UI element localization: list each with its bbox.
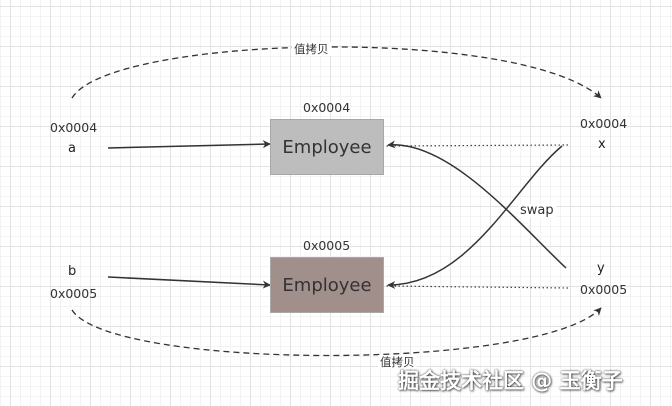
watermark: 掘金技术社区 @ 玉衡子 [398, 369, 623, 393]
x-address: 0x0004 [580, 116, 628, 131]
employee-box-2: Employee [270, 257, 384, 313]
y-label: y [597, 261, 605, 276]
swap-curve-y-to-employee-1 [387, 140, 567, 269]
copy-arc-top [71, 46, 602, 99]
employee-box-2-label: Employee [282, 274, 372, 296]
employee-box-1: Employee [270, 119, 384, 175]
a-address: 0x0004 [50, 120, 98, 135]
employee-1-address: 0x0004 [303, 100, 351, 115]
dotted-x-to-employee-1 [385, 144, 569, 147]
b-address: 0x0005 [50, 286, 98, 301]
b-label: b [68, 264, 77, 279]
swap-label: swap [518, 203, 556, 218]
copy-label-bottom: 值拷贝 [378, 355, 417, 369]
x-label: x [598, 137, 606, 152]
arrow-b-to-employee-2 [107, 276, 271, 289]
employee-2-address: 0x0005 [303, 238, 351, 253]
swap-curve-x-to-employee-2 [387, 145, 563, 289]
dotted-y-to-employee-2 [385, 285, 569, 289]
copy-arc-bottom [71, 307, 602, 357]
a-label: a [68, 141, 76, 156]
y-address: 0x0005 [580, 282, 628, 297]
employee-box-1-label: Employee [282, 136, 372, 158]
copy-label-top: 值拷贝 [292, 42, 331, 56]
arrow-a-to-employee-1 [107, 140, 271, 149]
